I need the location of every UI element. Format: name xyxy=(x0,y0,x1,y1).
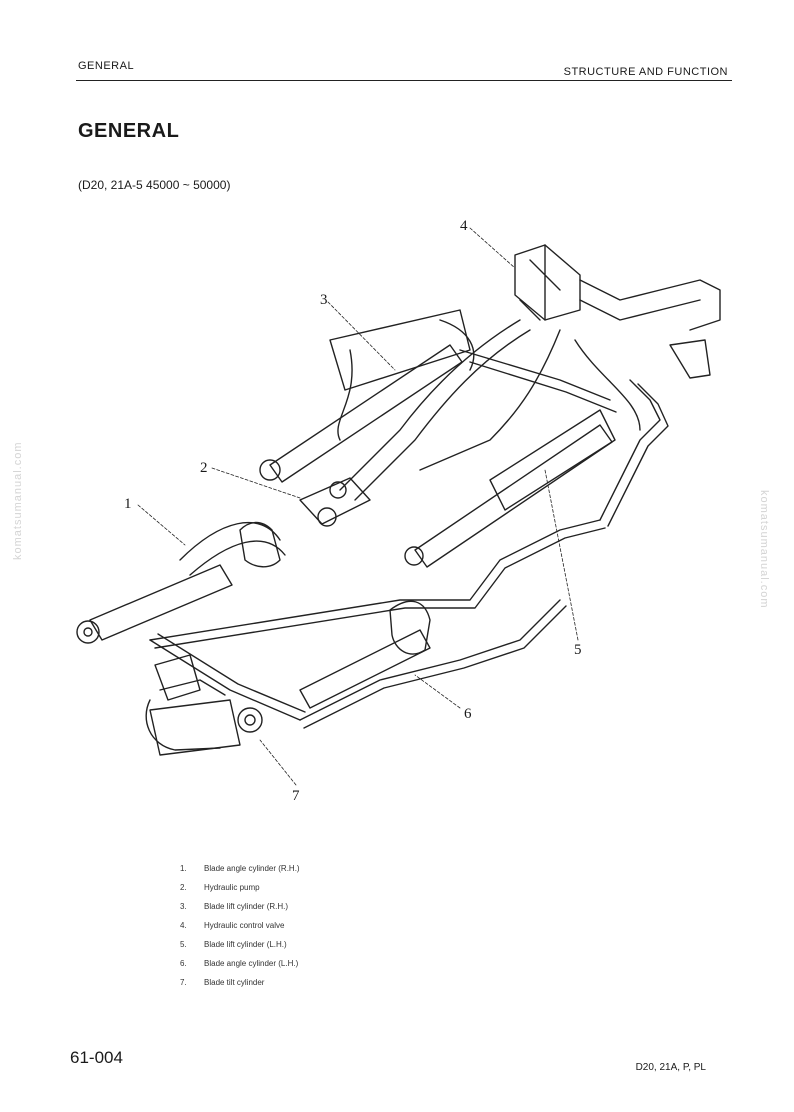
model-footer: D20, 21A, P, PL xyxy=(635,1062,706,1073)
legend-item: 4. Hydraulic control valve xyxy=(180,921,300,940)
callout-2: 2 xyxy=(200,460,208,476)
legend-item: 1. Blade angle cylinder (R.H.) xyxy=(180,864,300,883)
legend-item: 3. Blade lift cylinder (R.H.) xyxy=(180,902,300,921)
pipe-front-bottom-2 xyxy=(303,605,567,729)
cylinder-3-eye xyxy=(259,459,281,481)
page-title: GENERAL xyxy=(78,120,180,142)
legend-item-number: 2. xyxy=(180,883,187,892)
legend-item: 5. Blade lift cylinder (L.H.) xyxy=(180,940,300,959)
legend-item: 6. Blade angle cylinder (L.H.) xyxy=(180,959,300,978)
legend-item-number: 3. xyxy=(180,902,187,911)
legend-item-label: Blade angle cylinder (L.H.) xyxy=(204,959,299,968)
legend-item-label: Blade angle cylinder (R.H.) xyxy=(204,864,300,873)
legend-item-number: 1. xyxy=(180,864,187,873)
cylinder-6-body xyxy=(299,629,431,709)
cylinder-5-eye xyxy=(404,546,424,566)
page-number: 61-004 xyxy=(70,1048,123,1067)
pipe-frame-left-2 xyxy=(157,633,306,713)
legend-item-label: Blade tilt cylinder xyxy=(204,978,265,987)
pipe-frame-front xyxy=(149,519,601,641)
header-section: GENERAL xyxy=(78,60,135,72)
callout-6: 6 xyxy=(464,706,472,722)
legend-item-label: Blade lift cylinder (L.H.) xyxy=(204,940,287,949)
callout-3: 3 xyxy=(320,292,328,308)
cylinder-5-body xyxy=(414,424,613,568)
cylinder-1-body xyxy=(89,564,233,641)
legend-item-label: Hydraulic pump xyxy=(204,883,260,892)
cylinder-3-body xyxy=(269,344,463,483)
legend-item-number: 5. xyxy=(180,940,187,949)
control-valve-4 xyxy=(514,244,581,321)
legend-item: 2. Hydraulic pump xyxy=(180,883,300,902)
callout-5: 5 xyxy=(574,642,582,658)
cylinder-1-eye xyxy=(76,620,100,644)
cylinder-1-hoses xyxy=(179,521,286,576)
pipe-frame-right-rear-2 xyxy=(607,383,669,527)
callout-1: 1 xyxy=(124,496,132,512)
legend-item-number: 7. xyxy=(180,978,187,987)
legend-item-number: 4. xyxy=(180,921,187,930)
callout-7: 7 xyxy=(292,788,300,804)
pipe-frame-front-2 xyxy=(154,527,606,649)
pipe-frame-left xyxy=(149,639,301,721)
legend-item-number: 6. xyxy=(180,959,187,968)
pump-2-body xyxy=(299,477,371,525)
pipe-frame-right-rear xyxy=(599,379,661,521)
callout-4: 4 xyxy=(460,218,468,234)
bracket xyxy=(669,339,711,379)
legend-item-label: Hydraulic control valve xyxy=(204,921,285,930)
cylinder-7-body xyxy=(149,699,241,756)
pipe-front-bottom xyxy=(299,599,561,721)
legend-list: 1. Blade angle cylinder (R.H.) 2. Hydrauli… xyxy=(180,864,300,997)
header-chapter: STRUCTURE AND FUNCTION xyxy=(563,66,728,78)
header-rule xyxy=(76,80,732,81)
legend-item-label: Blade lift cylinder (R.H.) xyxy=(204,902,289,911)
model-serial-range: (D20, 21A-5 45000 ~ 50000) xyxy=(78,178,231,192)
legend-item: 7. Blade tilt cylinder xyxy=(180,978,300,997)
